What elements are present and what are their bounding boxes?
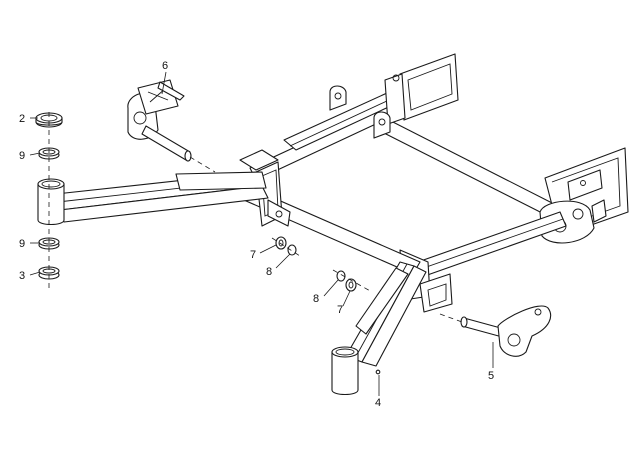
rear-cross-tube <box>376 116 559 219</box>
left-caster-arm <box>55 171 269 223</box>
spacer-upper <box>275 236 287 250</box>
callout-5: 5 <box>488 370 494 382</box>
callout-3: 3 <box>19 270 25 282</box>
callout-6: 6 <box>162 60 168 72</box>
left-pivot-bracket <box>127 79 192 162</box>
callout-7-lower: 7 <box>337 304 343 316</box>
rear-side-rail <box>249 53 459 181</box>
center-lines <box>48 112 463 323</box>
callout-8-lower: 8 <box>313 293 319 305</box>
leader-lines <box>29 71 494 396</box>
right-pivot-bracket <box>460 305 552 357</box>
callout-7-upper: 7 <box>250 249 256 261</box>
callout-4: 4 <box>375 397 381 409</box>
callout-9-lower: 9 <box>19 238 25 250</box>
clip-upper <box>287 244 297 256</box>
spacer-lower <box>345 278 357 292</box>
left-caster-tube <box>37 178 65 226</box>
right-front-bracket <box>539 147 629 244</box>
clip-lower <box>336 270 346 282</box>
front-main-rail <box>394 211 567 313</box>
callout-8-upper: 8 <box>266 266 272 278</box>
callout-2: 2 <box>19 113 25 125</box>
front-caster-tube <box>331 346 359 396</box>
callout-9-upper: 9 <box>19 150 25 162</box>
grease-fitting <box>375 369 381 375</box>
